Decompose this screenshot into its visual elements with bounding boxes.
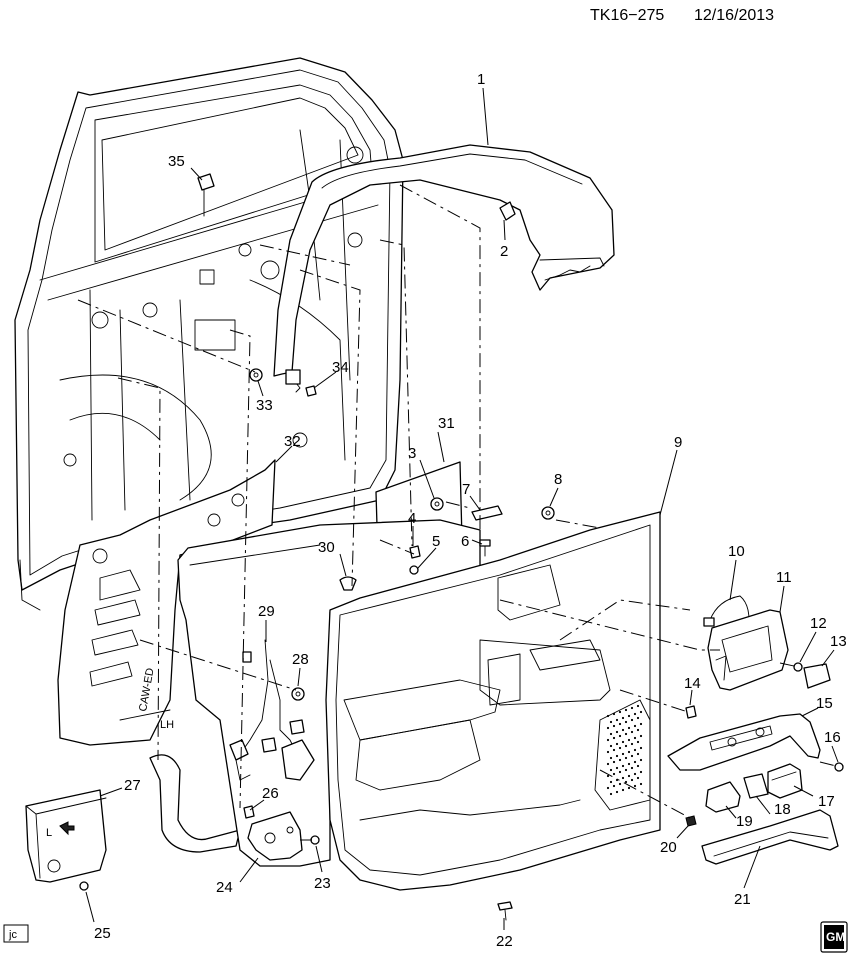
callout-28: 28 [292, 651, 309, 668]
part-6-screw [479, 539, 491, 557]
callout-32: 32 [284, 433, 301, 450]
callout-9: 9 [674, 434, 682, 451]
callout-23: 23 [314, 875, 331, 892]
part-14-clip [685, 705, 697, 719]
callout-6: 6 [461, 533, 469, 550]
callout-31: 31 [438, 415, 455, 432]
part-22-screw [497, 901, 513, 921]
part-11-inside-handle [707, 609, 789, 691]
part-15-switch-bezel [667, 713, 821, 771]
callout-12: 12 [810, 615, 827, 632]
part-29-wire-harness [229, 639, 315, 781]
part-35-clip [197, 173, 215, 217]
callout-26: 26 [262, 785, 279, 802]
callout-7: 7 [462, 481, 470, 498]
callout-3: 3 [408, 445, 416, 462]
callout-15: 15 [816, 695, 833, 712]
gm-logo-text: GM [826, 930, 845, 944]
artist-initials-box: jc [3, 924, 29, 943]
part-7-clip [471, 505, 503, 521]
callout-20: 20 [660, 839, 677, 856]
callout-17: 17 [818, 793, 835, 810]
part-9-door-trim-panel [325, 511, 661, 891]
callout-30: 30 [318, 539, 335, 556]
part-4-retainer [409, 545, 421, 559]
part-16-screw [834, 762, 844, 772]
part-18-switch [743, 773, 769, 799]
leader-lines [85, 87, 839, 930]
part-3-nut [430, 497, 444, 511]
callout-24: 24 [216, 879, 233, 896]
callout-labels: 1 2 3 4 5 6 7 8 9 10 11 12 13 14 15 16 1… [94, 71, 847, 950]
part-13-cover [803, 663, 831, 689]
part-5-retainer [409, 565, 419, 575]
callout-27: 27 [124, 777, 141, 794]
part-23-screw [310, 835, 320, 845]
callout-1: 1 [477, 71, 485, 88]
alignment-lines [77, 184, 837, 841]
part-2-clip [499, 201, 516, 221]
callout-34: 34 [332, 359, 349, 376]
window-frame-trim [273, 144, 615, 393]
part-28-grommet [291, 687, 305, 701]
callout-14: 14 [684, 675, 701, 692]
svg-text:L: L [46, 827, 52, 839]
part-33-grommet [249, 368, 263, 382]
callout-16: 16 [824, 729, 841, 746]
callout-4: 4 [408, 510, 416, 527]
svg-text:LH: LH [160, 719, 174, 731]
part-27-cover: L [25, 789, 107, 883]
callout-25: 25 [94, 925, 111, 942]
callout-22: 22 [496, 933, 513, 950]
callout-5: 5 [432, 533, 440, 550]
part-12-screw [793, 662, 803, 672]
speaker-grille [606, 704, 643, 796]
callout-10: 10 [728, 543, 745, 560]
part-34-clip [305, 385, 317, 397]
part-25-screw [79, 881, 89, 891]
part-24-bracket [247, 811, 303, 861]
callout-13: 13 [830, 633, 847, 650]
diagram-id: TK16−275 [590, 7, 664, 24]
part-20-clip [685, 815, 697, 827]
callout-29: 29 [258, 603, 275, 620]
callout-21: 21 [734, 891, 751, 908]
part-21-trim-strip [701, 809, 839, 865]
part-8-retainer [541, 506, 555, 520]
gm-logo: GM [820, 921, 848, 953]
callout-18: 18 [774, 801, 791, 818]
callout-33: 33 [256, 397, 273, 414]
part-19-switch [705, 781, 741, 813]
part-17-switch [767, 763, 803, 799]
artist-initials: jc [8, 929, 17, 941]
callout-11: 11 [776, 569, 792, 586]
callout-8: 8 [554, 471, 562, 488]
callout-2: 2 [500, 243, 508, 260]
callout-35: 35 [168, 153, 185, 170]
diagram-date: 12/16/2013 [694, 7, 774, 24]
callout-19: 19 [736, 813, 753, 830]
